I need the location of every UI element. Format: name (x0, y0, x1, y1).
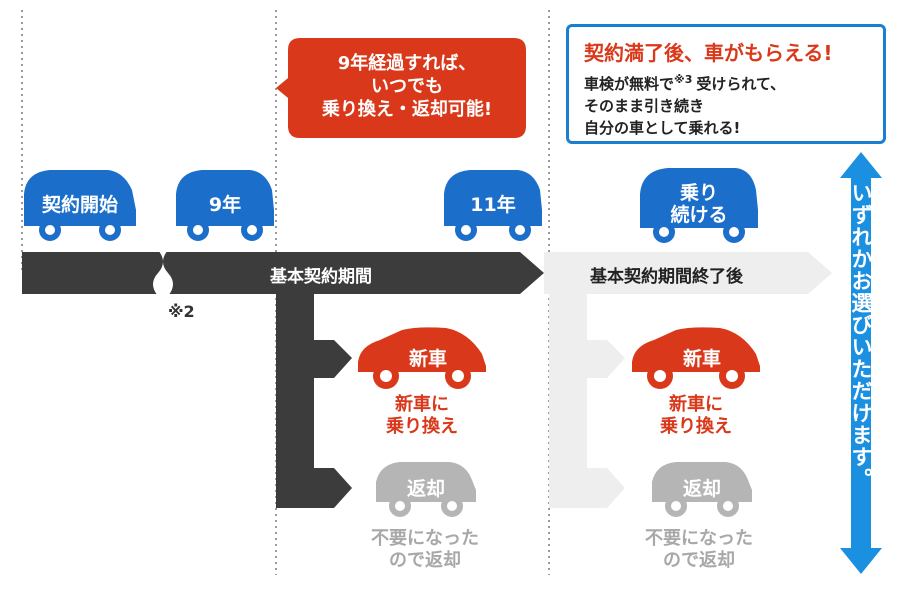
branch-arrow-light-return (587, 468, 625, 508)
milestone-label-year9: 9年 (208, 194, 242, 216)
callout-red-text: 9年経過すれば、 いつでも 乗り換え・返却可能! (300, 52, 514, 121)
branch-stem-light (549, 294, 587, 508)
caption-line: 新車に (669, 394, 723, 415)
milestone-label-keep-riding: 乗り 続ける (640, 182, 758, 226)
car-icon-return-left (376, 462, 476, 517)
milestone-label-year11: 11年 (470, 194, 516, 216)
branch-arrow-dark-return (314, 468, 352, 508)
caption-line: ので返却 (663, 550, 735, 571)
branch-arrow-dark-new (314, 340, 352, 378)
return-label-left: 返却 (406, 478, 445, 500)
caption-line: ので返却 (389, 550, 461, 571)
basic-period-label: 基本契約期間 (270, 267, 372, 287)
callout-line: いつでも (371, 76, 443, 97)
basic-period-bar (22, 252, 544, 294)
branch-stem-dark (276, 294, 314, 508)
callout-line: 9年経過すれば、 (337, 53, 477, 74)
bar-break-mark (153, 250, 173, 296)
return-caption-right: 不要になった ので返却 (624, 528, 774, 572)
milestone-label-start: 契約開始 (41, 194, 118, 216)
callout-line: 乗り換え・返却可能! (321, 99, 493, 120)
car-icon-start (24, 170, 136, 241)
callout-red-bubble (276, 38, 526, 138)
new-car-caption-left: 新車に 乗り換え (356, 394, 488, 438)
return-caption-left: 不要になった ので返却 (350, 528, 500, 572)
car-icon-year9 (176, 170, 274, 241)
info-note-mark: ※3 (674, 73, 693, 86)
caption-line: 乗り換え (386, 416, 458, 437)
car-icon-year11 (444, 170, 542, 241)
keep-riding-line: 乗り (679, 182, 718, 204)
car-icon-new-left (358, 327, 486, 389)
new-car-label-left: 新車 (408, 348, 447, 370)
vertical-double-arrow (840, 152, 882, 574)
info-box-line-2: そのまま引き続き (584, 97, 705, 115)
new-car-caption-right: 新車に 乗り換え (630, 394, 762, 438)
caption-line: 乗り換え (660, 416, 732, 437)
caption-line: 不要になった (371, 528, 479, 549)
choose-either-text: いずれかお選びいただけます。 (849, 182, 873, 490)
branch-arrow-light-new (587, 340, 625, 378)
return-label-right: 返却 (682, 478, 721, 500)
info-box-title: 契約満了後、車がもらえる! (584, 41, 833, 65)
info-line-text: 車検が無料で (584, 75, 675, 93)
after-period-bar (544, 252, 832, 294)
after-period-label: 基本契約期間終了後 (590, 267, 743, 287)
new-car-label-right: 新車 (682, 348, 721, 370)
car-icon-keep-riding (640, 168, 758, 243)
note-mark-2: ※2 (168, 302, 195, 321)
caption-line: 新車に (395, 394, 449, 415)
car-icon-new-right (632, 327, 760, 389)
caption-line: 不要になった (645, 528, 753, 549)
keep-riding-line: 続ける (670, 204, 728, 226)
car-icon-return-right (652, 462, 752, 517)
info-box-line-3: 自分の車として乗れる! (584, 119, 741, 137)
info-line-text: 受けられて、 (696, 75, 786, 93)
